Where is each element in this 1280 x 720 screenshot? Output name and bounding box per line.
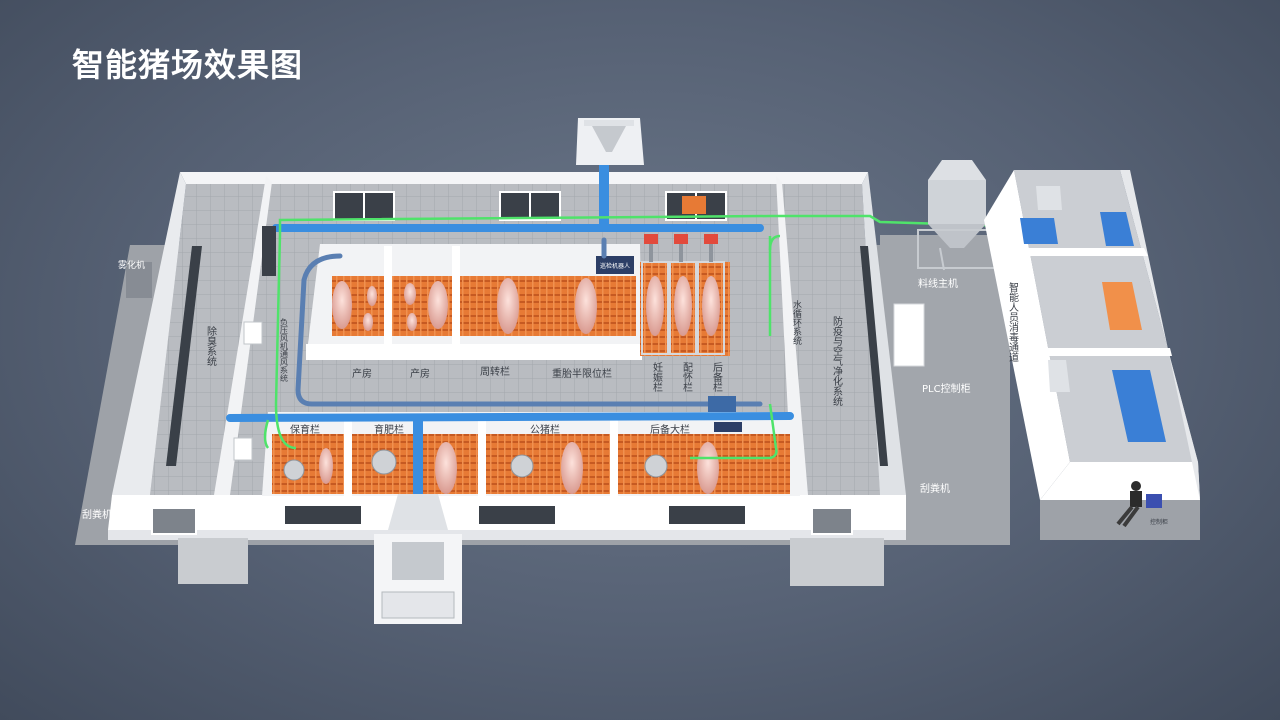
label-chan-fang-2: 产房 [410, 367, 430, 380]
label-liao-xian: 料线主机 [918, 277, 958, 290]
label-ren-shen: 妊娠栏 [651, 361, 663, 393]
mist-machine [126, 262, 152, 298]
left-entrance-step [178, 538, 248, 584]
label-plc: PLC控制柜 [922, 382, 971, 395]
pigs-lower [319, 442, 719, 494]
right-entrance-step [790, 538, 884, 586]
front-windows [151, 504, 853, 535]
label-wu-hua-ji: 雾化机 [118, 259, 145, 271]
duct-unit [708, 396, 736, 412]
person-figure [1116, 481, 1142, 528]
label-xiao-du: 智能人员消毒通道 [1007, 281, 1019, 362]
fan-unit-left-2 [233, 437, 253, 461]
label-chu-chou: 除臭系统 [205, 325, 217, 366]
label-gong-zhu: 公猪栏 [530, 423, 560, 436]
bottom-air-unit [374, 494, 462, 624]
label-hou-bei-da: 后备大栏 [650, 423, 690, 436]
fan-unit-left [243, 321, 263, 345]
label-gua-fen-right: 刮粪机 [920, 482, 950, 495]
control-box [1146, 494, 1162, 508]
page-title: 智能猪场效果图 [72, 46, 304, 84]
label-yu-fei: 育肥栏 [374, 423, 404, 436]
label-chan-fang-1: 产房 [352, 367, 372, 380]
blue-ducts [226, 160, 794, 505]
front-pen-row [262, 412, 800, 496]
green-pipes [263, 214, 1011, 460]
top-air-intake [576, 118, 644, 165]
label-shui-xun-huan: 水循环系统 [791, 299, 802, 346]
disinfection-building [984, 170, 1200, 540]
feeder-gates [644, 234, 718, 262]
pigs-upper [332, 276, 720, 336]
label-kong-zhi: 控制柜 [1150, 518, 1168, 526]
label-hou-bei: 后备栏 [711, 362, 723, 393]
label-bao-yu: 保育栏 [290, 423, 320, 436]
plc-cabinet [893, 303, 925, 367]
label-gua-fen-left: 刮粪机 [82, 508, 112, 521]
label-jing-hua: 防疫与空气净化系统 [831, 315, 843, 406]
label-fu-ya: 负压风机通风系统 [280, 317, 289, 383]
label-pei-huai: 配怀栏 [681, 362, 693, 393]
fan-wall [262, 226, 276, 276]
label-chong-tai: 重胎半限位栏 [552, 367, 612, 380]
robot-tag: 巡检机器人 [600, 262, 630, 270]
label-zhou-zhuan: 周转栏 [480, 365, 510, 378]
tag-box [714, 422, 742, 432]
robot-box [596, 256, 634, 274]
